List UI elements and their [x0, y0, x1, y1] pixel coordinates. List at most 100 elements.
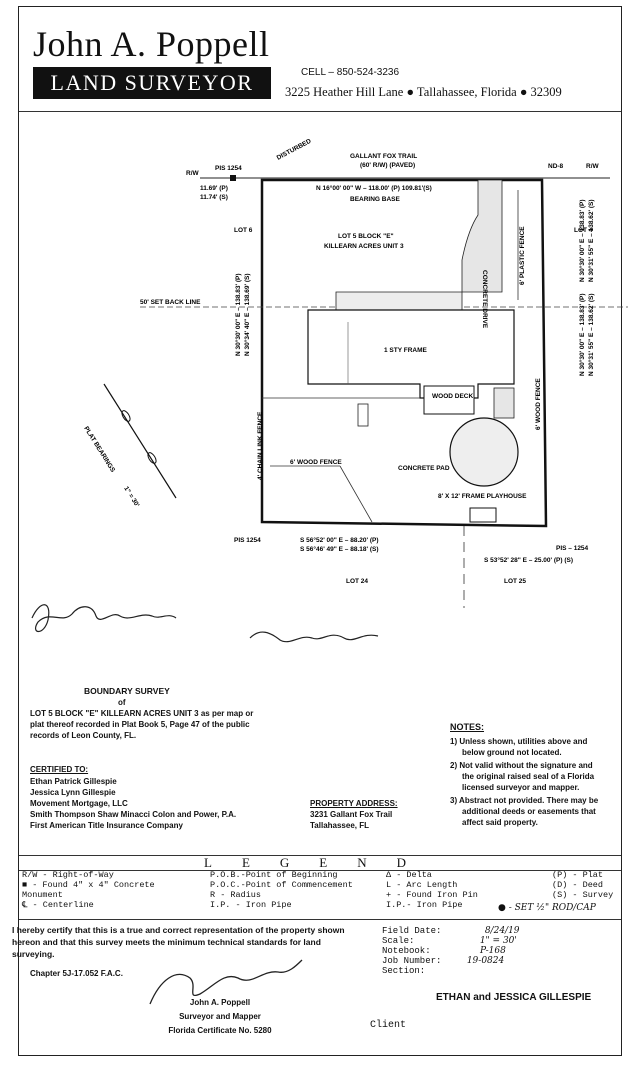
legend-col-3: Δ - Delta L - Arc Length + - Found Iron …: [386, 870, 478, 910]
note-line-8: affect said property.: [462, 818, 538, 827]
legend-iron-pin: + - Found Iron Pin: [386, 890, 478, 900]
legend-arc: L - Arc Length: [386, 880, 458, 890]
right-bearing-low-p: N 30°30' 00" E – 138.83' (P): [578, 294, 586, 377]
note-line-7: additional deeds or easements that: [462, 807, 596, 816]
property-line-1: 3231 Gallant Fox Trail: [310, 810, 393, 819]
note-line-1: 1) Unless shown, utilities above and: [450, 737, 588, 746]
surveyor-signer-block: John A. Poppell Surveyor and Mapper Flor…: [150, 996, 290, 1038]
legend-monument-cont: Monument: [22, 890, 63, 900]
rw-left: R/W: [186, 170, 200, 177]
pin-top-left: PIS 1254: [215, 165, 242, 172]
legend-centerline: ℄ - Centerline: [22, 900, 94, 910]
right-bearing-top-s: N 30°31' 55" E – 138.62' (S): [587, 200, 595, 283]
lot4-label: LOT 4: [574, 227, 593, 234]
client-name: ETHAN and JESSICA GILLESPIE: [436, 992, 592, 1003]
disturbed-label: DISTURBED: [276, 138, 313, 162]
playhouse: [469, 507, 497, 523]
legend-deed: (D) - Deed: [552, 880, 604, 890]
scale-row: Scale: 1" = 30': [382, 936, 517, 946]
dist-left-s: 11.74' (S): [200, 194, 228, 201]
lot-subtitle: KILLEARN ACRES UNIT 3: [324, 243, 404, 250]
certified-name-2: Jessica Lynn Gillespie: [30, 788, 116, 797]
note-line-2: below ground not located.: [462, 748, 562, 757]
house-outline: [307, 309, 515, 399]
cell-phone: CELL – 850-524-3236: [301, 67, 400, 78]
chain-fence-label: 4' CHAIN LINK FENCE: [257, 411, 264, 480]
found-monument-marker: [230, 175, 236, 181]
right-bearing-low-s: N 30°31' 55" E – 138.62' (S): [587, 294, 595, 377]
certified-heading: CERTIFIED TO:: [30, 765, 89, 774]
client-label: Client: [370, 1020, 407, 1031]
legend-col-4: (P) - Plat (D) - Deed (S) - Survey: [552, 870, 613, 900]
rw-right: R/W: [586, 163, 600, 170]
round-pool: [449, 417, 519, 487]
notebook-row: Notebook: P-168: [382, 946, 506, 956]
playhouse-label-1: 8' X 12' FRAME PLAYHOUSE: [438, 493, 527, 500]
survey-sheet: John A. Poppell LAND SURVEYOR CELL – 850…: [18, 6, 622, 1056]
legend-title: LEGEND: [19, 855, 621, 871]
lot-title: LOT 5 BLOCK "E": [338, 233, 394, 240]
note-line-4: the original raised seal of a Florida: [462, 772, 595, 781]
scale-arrow-label: 1" = 30': [122, 485, 140, 508]
surveyor-signature: [149, 959, 303, 1005]
top-bearing: N 16°00' 00" W – 118.00' (P) 109.81'(S): [316, 184, 432, 192]
legend-survey: (S) - Survey: [552, 890, 614, 900]
notes-heading: NOTES:: [450, 722, 485, 732]
left-bearing-p: N 30°30' 00" E – 138.83' (P): [234, 274, 242, 357]
lot25-label: LOT 25: [504, 578, 526, 585]
legend-radius: R - Radius: [210, 890, 262, 900]
note-line-6: 3) Abstract not provided. There may be: [450, 796, 599, 805]
plat-bearings-label: PLAT BEARINGS: [82, 425, 116, 474]
concrete-drive-label: CONCRETE DRIVE: [481, 270, 488, 329]
job-number-row: Job Number: 19-0824: [382, 956, 505, 966]
wood-fence-label: 6' WOOD FENCE: [290, 459, 342, 466]
north-arrow-icon: [103, 383, 177, 499]
right-bearing-top-p: N 30°30' 00" E – 138.83' (P): [578, 200, 586, 283]
bearing-base: BEARING BASE: [350, 196, 401, 203]
bottom-bearing-p: S 56°52' 00" E – 88.20' (P): [300, 536, 379, 544]
signer-license: Florida Certificate No. 5280: [168, 1026, 272, 1035]
survey-desc-2: plat thereof recorded in Plat Book 5, Pa…: [30, 720, 250, 729]
concrete-drive: [461, 179, 503, 293]
pin-bottom-right: PIS – 1254: [556, 545, 589, 552]
setback-label: 50' SET BACK LINE: [140, 299, 201, 306]
house-label: 1 STY FRAME: [384, 347, 428, 354]
field-date-row: Field Date: 8/24/19: [382, 926, 520, 936]
legend-plat: (P) - Plat: [552, 870, 604, 880]
certified-name-5: First American Title Insurance Company: [30, 821, 183, 830]
survey-of: of: [118, 698, 126, 707]
certified-name-1: Ethan Patrick Gillespie: [30, 777, 117, 786]
bottom-bearing-s: S 56°46' 49" E – 88.18' (S): [300, 545, 379, 553]
lot24-label: LOT 24: [346, 578, 368, 585]
legend-delta: Δ - Delta: [386, 870, 432, 880]
note-line-5: licensed surveyor and mapper.: [462, 783, 580, 792]
wood-fence-right-label: 6' WOOD FENCE: [535, 378, 542, 430]
legend-divider: [19, 919, 621, 920]
land-surveyor-banner: LAND SURVEYOR: [33, 67, 271, 99]
property-line-2: Tallahassee, FL: [310, 821, 369, 830]
bottom-right-bearing: S 53°52' 28" E – 25.00' (P) (S): [484, 556, 573, 564]
surveyor-name: John A. Poppell: [33, 24, 270, 64]
lot-boundary: [260, 178, 548, 528]
legend-col-2: P.O.B.-Point of Beginning P.O.C.-Point o…: [210, 870, 353, 910]
survey-desc-1: LOT 5 BLOCK "E" KILLEARN ACRES UNIT 3 as…: [30, 709, 254, 718]
plastic-fence-label: 6' PLASTIC FENCE: [519, 226, 526, 285]
legend-handnote: ● - SET ½" ROD/CAP: [498, 903, 596, 913]
wood-deck: [423, 385, 475, 415]
legend-iron-pipe-2: I.P.- Iron Pipe: [386, 900, 463, 910]
signer-name: John A. Poppell: [189, 998, 251, 1007]
witness-signature-2: [249, 631, 379, 643]
section-row: Section:: [382, 966, 426, 976]
survey-title: BOUNDARY SURVEY: [84, 686, 170, 696]
legend-monument: ■ - Found 4" x 4" Concrete: [22, 880, 155, 890]
signer-role: Surveyor and Mapper: [179, 1012, 261, 1021]
dist-left-p: 11.69' (P): [200, 185, 228, 192]
legend-rw: R/W - Right-of-Way: [22, 870, 114, 880]
street-rw: (60' R/W) (PAVED): [360, 162, 415, 169]
street-name: GALLANT FOX TRAIL: [350, 153, 417, 160]
legend-iron-pipe: I.P. - Iron Pipe: [210, 900, 292, 910]
nd-label: ND-8: [548, 163, 564, 170]
pin-bottom-left: PIS 1254: [234, 537, 261, 544]
property-heading: PROPERTY ADDRESS:: [310, 799, 398, 808]
